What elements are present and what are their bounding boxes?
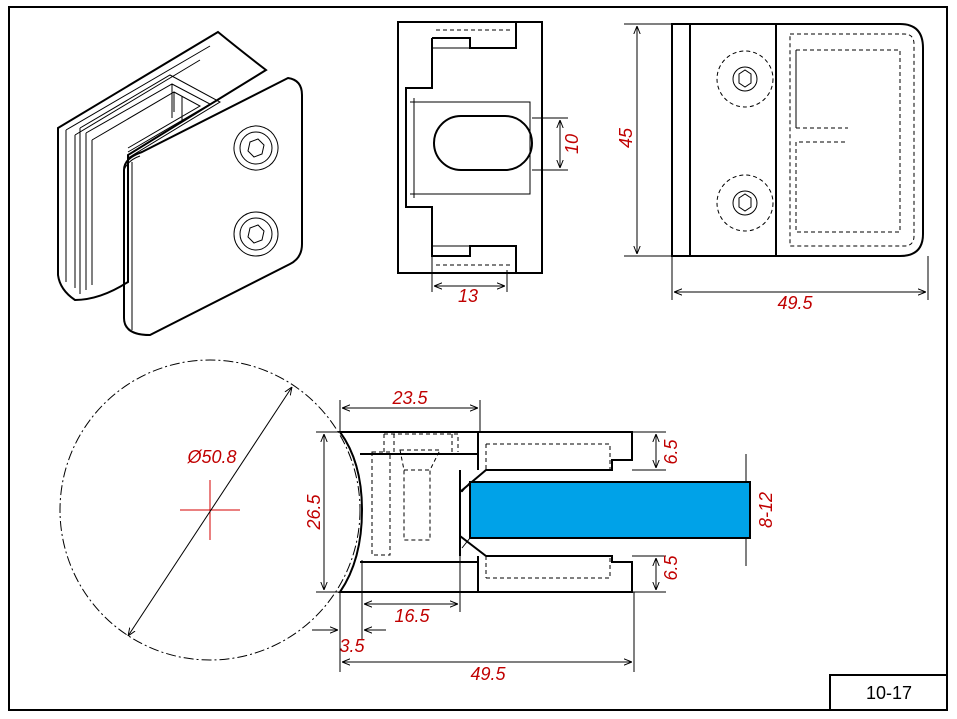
section-view: Ø50.8 23.5 26.5 6.5 8-12 6.5 xyxy=(59,359,776,684)
dim-front-slot-width: 13 xyxy=(458,286,478,306)
drawing-border xyxy=(8,6,948,711)
title-block: 10-17 xyxy=(829,674,948,711)
side-view: 45 49.5 xyxy=(616,23,929,313)
dim-depth-bottom: 16.5 xyxy=(394,606,430,626)
dim-side-width: 49.5 xyxy=(777,293,813,313)
dim-total-width: 49.5 xyxy=(470,664,506,684)
dim-offset: 3.5 xyxy=(339,636,365,656)
dim-circle-diameter: Ø50.8 xyxy=(186,447,236,467)
post-circle xyxy=(59,359,361,661)
dim-lip-bottom: 6.5 xyxy=(661,555,681,581)
dim-glass-thickness: 8-12 xyxy=(756,492,776,528)
dim-front-slot-height: 10 xyxy=(562,134,582,154)
glass-panel xyxy=(469,481,751,539)
dim-lip-top: 6.5 xyxy=(661,439,681,465)
drawing-number: 10-17 xyxy=(866,683,912,703)
dim-side-height: 45 xyxy=(616,127,636,148)
dim-total-height: 26.5 xyxy=(304,494,324,531)
dim-depth-top: 23.5 xyxy=(391,388,428,408)
isometric-view xyxy=(57,30,303,337)
front-view: 13 10 xyxy=(397,21,582,306)
